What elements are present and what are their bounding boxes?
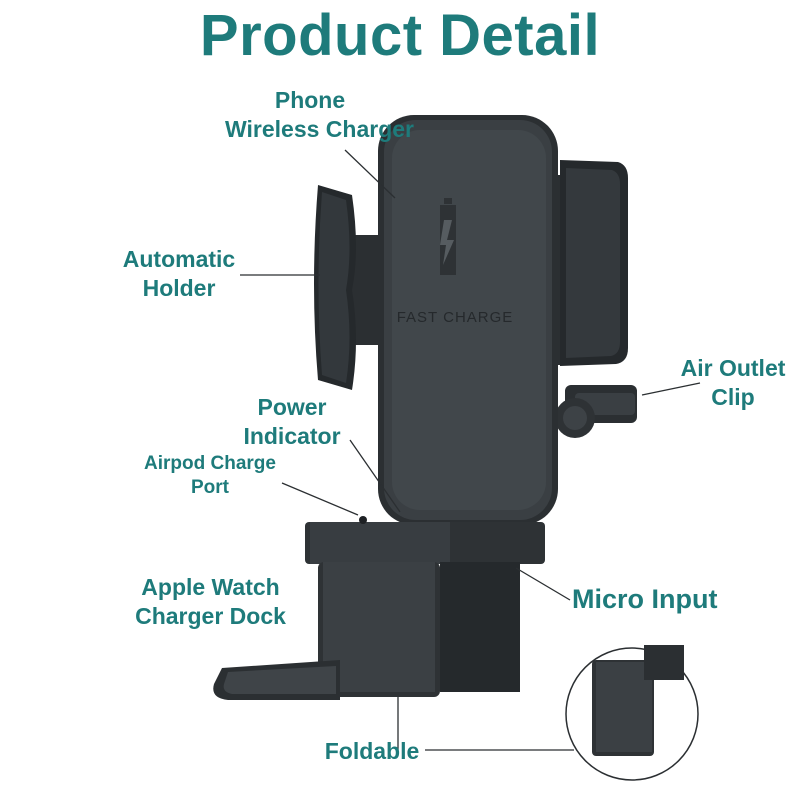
label-line: Micro Input (572, 584, 718, 614)
label-line: Charger Dock (135, 602, 286, 629)
label-line: Airpod Charge (144, 453, 276, 474)
label-airpod-charge-port: Airpod Charge Port (130, 452, 290, 500)
label-line: Air Outlet (680, 355, 786, 381)
label-line: Clip (711, 383, 755, 410)
label-apple-watch-charger-dock: Apple Watch Charger Dock (118, 573, 303, 631)
label-air-outlet-clip: Air Outlet Clip (668, 354, 798, 412)
label-micro-input: Micro Input (572, 583, 752, 617)
label-line: Port (191, 476, 229, 498)
wireless-charger-pad: FAST CHARGE (378, 115, 558, 525)
label-power-indicator: Power Indicator (232, 393, 352, 451)
watch-dock-base (213, 516, 545, 700)
label-line: Power (257, 394, 327, 420)
label-line: Wireless Charger (225, 115, 414, 142)
label-line: Apple Watch (141, 574, 280, 600)
label-automatic-holder: Automatic Holder (110, 245, 248, 303)
air-outlet-clip-shape (555, 385, 637, 438)
folded-dock-inset (565, 645, 699, 781)
label-phone-wireless-charger: Phone Wireless Charger (225, 86, 414, 144)
label-line: Indicator (243, 422, 341, 449)
label-line: Automatic (122, 246, 236, 272)
label-foldable: Foldable (316, 737, 428, 766)
label-line: Holder (142, 274, 216, 301)
fast-charge-print: FAST CHARGE (397, 309, 514, 326)
label-line: Phone (274, 87, 346, 113)
page-title: Product Detail (199, 3, 601, 68)
label-line: Foldable (324, 738, 420, 764)
leader-lines (240, 149, 701, 751)
fast-charge-logo-icon (440, 198, 456, 275)
